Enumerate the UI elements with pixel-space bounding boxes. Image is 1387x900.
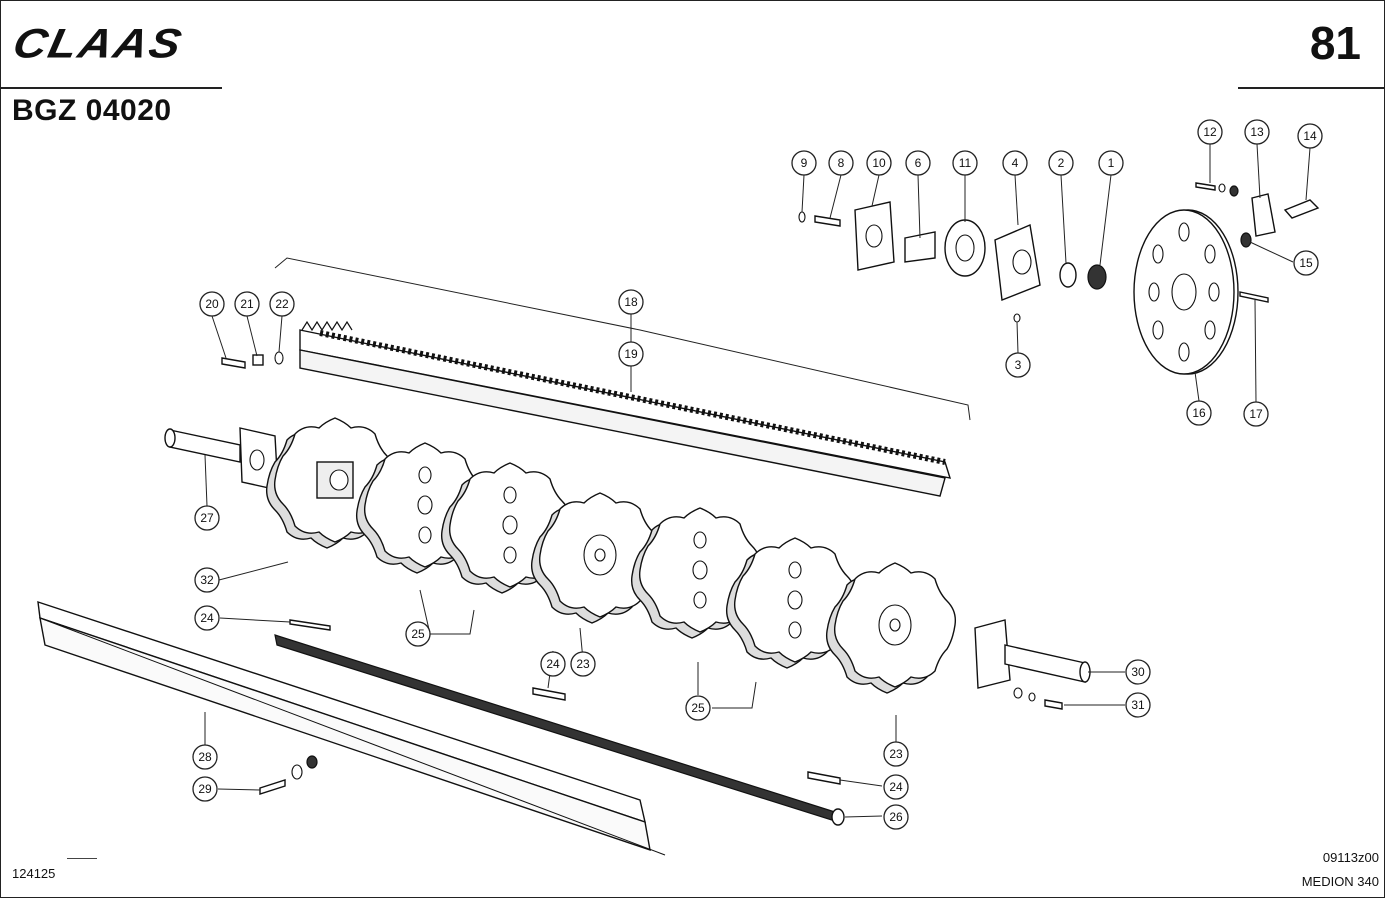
svg-text:22: 22 xyxy=(275,297,289,311)
callout-23b: 23 xyxy=(883,741,909,767)
svg-text:18: 18 xyxy=(624,295,638,309)
callout-9: 9 xyxy=(791,150,817,176)
header-rule-left xyxy=(0,87,222,89)
callout-24c: 24 xyxy=(883,774,909,800)
svg-text:24: 24 xyxy=(200,611,214,625)
callout-15: 15 xyxy=(1293,250,1319,276)
svg-text:9: 9 xyxy=(801,156,808,170)
svg-text:16: 16 xyxy=(1192,406,1206,420)
model-name: MEDION 340 xyxy=(1301,874,1379,889)
sprocket-disc-25d xyxy=(725,537,857,669)
svg-text:3: 3 xyxy=(1015,358,1022,372)
callout-20: 20 xyxy=(199,291,225,317)
bracket-parts xyxy=(1195,182,1320,303)
bolt-group-29 xyxy=(259,755,318,795)
sheet-ref-rule xyxy=(67,858,97,859)
callout-14: 14 xyxy=(1297,123,1323,149)
callout-23a: 23 xyxy=(570,651,596,677)
long-shaft xyxy=(274,634,845,826)
callout-13: 13 xyxy=(1244,119,1270,145)
svg-text:4: 4 xyxy=(1012,156,1019,170)
svg-text:28: 28 xyxy=(198,750,212,764)
svg-text:21: 21 xyxy=(240,297,254,311)
callout-28: 28 xyxy=(192,744,218,770)
svg-text:32: 32 xyxy=(200,573,214,587)
callout-6: 6 xyxy=(905,150,931,176)
callout-26: 26 xyxy=(883,804,909,830)
svg-text:24: 24 xyxy=(546,657,560,671)
callout-19: 19 xyxy=(618,341,644,367)
svg-text:15: 15 xyxy=(1299,256,1313,270)
callout-25b: 25 xyxy=(685,695,711,721)
sprocket-disc-25b xyxy=(440,462,572,594)
callout-21: 21 xyxy=(234,291,260,317)
callout-11: 11 xyxy=(952,150,978,176)
bearing-assembly xyxy=(798,201,1107,323)
key-pieces-24 xyxy=(289,619,841,785)
svg-text:24: 24 xyxy=(889,780,903,794)
svg-text:12: 12 xyxy=(1203,125,1217,139)
svg-text:11: 11 xyxy=(959,156,972,170)
callout-27: 27 xyxy=(194,505,220,531)
page-number: 81 xyxy=(1309,17,1361,69)
callout-25a: 25 xyxy=(405,621,431,647)
svg-text:26: 26 xyxy=(889,810,903,824)
callout-3: 3 xyxy=(1005,352,1031,378)
svg-text:29: 29 xyxy=(198,782,212,796)
svg-text:1: 1 xyxy=(1108,156,1115,170)
callout-12: 12 xyxy=(1197,119,1223,145)
svg-text:27: 27 xyxy=(200,511,214,525)
bolt-group-20-22 xyxy=(221,351,284,369)
callout-2: 2 xyxy=(1048,150,1074,176)
callout-24b: 24 xyxy=(540,651,566,677)
angle-bar xyxy=(37,600,666,856)
svg-text:8: 8 xyxy=(838,156,845,170)
sprocket-disc-23b xyxy=(825,562,957,694)
callout-17: 17 xyxy=(1243,401,1269,427)
svg-text:31: 31 xyxy=(1131,698,1145,712)
rack-teeth xyxy=(319,330,946,465)
image-code: 09113z00 xyxy=(1322,850,1379,865)
callout-10: 10 xyxy=(866,150,892,176)
right-shaft xyxy=(974,619,1091,710)
callout-4: 4 xyxy=(1002,150,1028,176)
svg-text:14: 14 xyxy=(1303,129,1317,143)
svg-text:20: 20 xyxy=(205,297,219,311)
callout-1: 1 xyxy=(1098,150,1124,176)
sprocket-disc-25c xyxy=(630,507,762,639)
svg-text:25: 25 xyxy=(411,627,425,641)
svg-text:2: 2 xyxy=(1058,156,1065,170)
header-rule-right xyxy=(1238,87,1385,89)
leader-lines xyxy=(204,143,1311,818)
svg-text:23: 23 xyxy=(889,747,903,761)
sheet-reference: 124125 xyxy=(12,866,56,881)
callout-32: 32 xyxy=(194,567,220,593)
callout-22: 22 xyxy=(269,291,295,317)
callout-18: 18 xyxy=(618,289,644,315)
toothed-rack xyxy=(274,257,971,497)
callout-24a: 24 xyxy=(194,605,220,631)
svg-text:19: 19 xyxy=(624,347,638,361)
drawing-code: BGZ 04020 xyxy=(12,94,172,127)
perforated-disc xyxy=(1133,209,1239,375)
sprocket-disc-32 xyxy=(265,417,397,549)
svg-text:13: 13 xyxy=(1250,125,1264,139)
sprocket-disc-23a xyxy=(530,492,662,624)
callout-31: 31 xyxy=(1125,692,1151,718)
svg-text:17: 17 xyxy=(1249,407,1263,421)
callout-8: 8 xyxy=(828,150,854,176)
svg-text:30: 30 xyxy=(1131,665,1145,679)
callout-30: 30 xyxy=(1125,659,1151,685)
callout-29: 29 xyxy=(192,776,218,802)
sprocket-disc-25a xyxy=(355,442,487,574)
svg-text:10: 10 xyxy=(872,156,886,170)
left-shaft xyxy=(164,427,279,491)
svg-text:23: 23 xyxy=(576,657,590,671)
svg-text:25: 25 xyxy=(691,701,705,715)
svg-text:6: 6 xyxy=(915,156,922,170)
callout-16: 16 xyxy=(1186,400,1212,426)
